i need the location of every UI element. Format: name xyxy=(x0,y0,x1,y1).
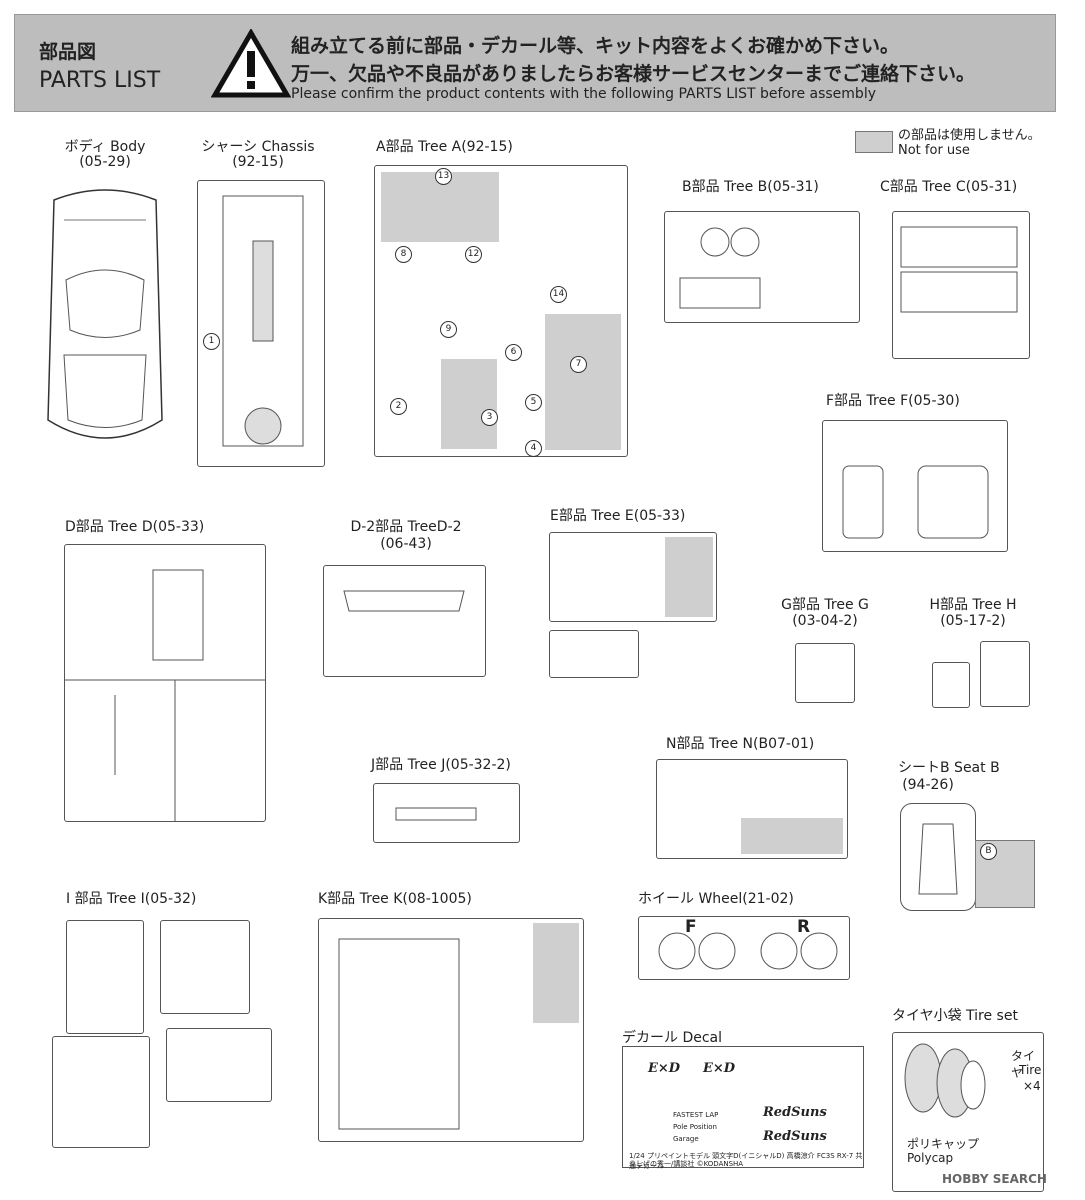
wheel-tree: F R xyxy=(638,916,850,980)
tree-h-small xyxy=(932,662,970,708)
part-number: 12 xyxy=(465,246,482,263)
part-number: 2 xyxy=(390,398,407,415)
notice-line-1: 組み立てる前に部品・デカール等、キット内容をよくお確かめ下さい。 xyxy=(291,35,900,57)
chassis-drawing xyxy=(222,195,304,447)
seat-b-code: (94-26) xyxy=(902,777,954,793)
part-number: 7 xyxy=(570,356,587,373)
tree-b xyxy=(664,211,860,323)
polycap-en: Polycap xyxy=(907,1151,954,1165)
tree-h-code: (05-17-2) xyxy=(940,613,1006,629)
decal-sheet: E×D E×D RedSuns RedSuns FASTEST LAP Pole… xyxy=(622,1046,864,1170)
legend-text-en: Not for use xyxy=(898,143,970,158)
tree-d xyxy=(64,544,266,822)
tree-n-label: N部品 Tree N(B07-01) xyxy=(666,736,815,752)
tree-h-label: H部品 Tree H xyxy=(929,597,1017,613)
part-number: 14 xyxy=(550,286,567,303)
tree-c xyxy=(892,211,1030,359)
tire-en: Tire xyxy=(1019,1063,1042,1077)
tire-jp: タイヤ xyxy=(1011,1049,1036,1080)
tree-c-label: C部品 Tree C(05-31) xyxy=(880,179,1018,195)
decal-footer-1: 1/24 プリペイントモデル 頭文字D(イニシャルD) 高橋涼介 FC3S RX… xyxy=(629,1152,863,1170)
decal-fastest: FASTEST LAP xyxy=(673,1111,719,1119)
tree-a-label: A部品 Tree A(92-15) xyxy=(376,139,513,155)
tire-set-label: タイヤ小袋 Tire set xyxy=(892,1008,1018,1024)
seat-b-not-for-use: B xyxy=(975,840,1035,908)
tree-g-code: (03-04-2) xyxy=(792,613,858,629)
tree-i-2 xyxy=(160,920,250,1014)
tree-a: 13 8 12 14 9 6 7 2 3 5 4 xyxy=(374,165,628,457)
part-number: 6 xyxy=(505,344,522,361)
part-number: 8 xyxy=(395,246,412,263)
tree-g xyxy=(795,643,855,703)
tree-f-label: F部品 Tree F(05-30) xyxy=(826,393,960,409)
tree-i-3 xyxy=(52,1036,150,1148)
chassis-tree: 1 xyxy=(197,180,325,467)
tree-e-label: E部品 Tree E(05-33) xyxy=(550,508,686,524)
decal-redsuns-1: RedSuns xyxy=(763,1105,827,1120)
decal-redsuns-2: RedSuns xyxy=(763,1129,827,1144)
wheel-label: ホイール Wheel(21-02) xyxy=(638,891,794,907)
tree-j-label: J部品 Tree J(05-32-2) xyxy=(371,757,511,773)
decal-label: デカール Decal xyxy=(622,1030,723,1046)
legend-text-jp: の部品は使用しません。 xyxy=(898,128,1041,143)
tire-set: タイヤ Tire ×4 ポリキャップ Polycap xyxy=(892,1032,1044,1192)
chassis-label: シャーシ Chassis xyxy=(201,139,315,155)
part-number: 3 xyxy=(481,409,498,426)
tree-n xyxy=(656,759,848,859)
decal-logo-1b: E×D xyxy=(703,1061,736,1076)
seat-b-label: シートB Seat B xyxy=(898,760,1000,776)
part-number: 1 xyxy=(203,333,220,350)
part-number: 5 xyxy=(525,394,542,411)
body-code: (05-29) xyxy=(79,154,131,170)
part-number: 13 xyxy=(435,168,452,185)
seat-b xyxy=(900,803,976,911)
part-number: 9 xyxy=(440,321,457,338)
chassis-code: (92-15) xyxy=(232,154,284,170)
notice-line-3: Please confirm the product contents with… xyxy=(291,86,876,102)
body-drawing xyxy=(47,189,163,439)
tree-g-label: G部品 Tree G xyxy=(781,597,869,613)
header-title-en: PARTS LIST xyxy=(39,68,161,93)
decal-footer-2: ©しげの秀一/講談社 ©KODANSHA xyxy=(629,1160,744,1168)
tree-f xyxy=(822,420,1008,552)
tree-k xyxy=(318,918,584,1142)
wheel-front-mark: F xyxy=(685,917,697,937)
seat-b-mark: B xyxy=(980,843,997,860)
header-banner: 部品図 PARTS LIST 組み立てる前に部品・デカール等、キット内容をよくお… xyxy=(14,14,1056,112)
tree-i-label: I 部品 Tree I(05-32) xyxy=(66,891,197,907)
decal-logo-1: E×D xyxy=(648,1061,681,1076)
tree-j xyxy=(373,783,520,843)
tree-h xyxy=(980,641,1030,707)
body-label: ボディ Body xyxy=(64,139,146,155)
part-number: 4 xyxy=(525,440,542,457)
not-for-use-swatch xyxy=(855,131,893,153)
wheel-rear-mark: R xyxy=(797,917,811,937)
tree-k-label: K部品 Tree K(08-1005) xyxy=(318,891,472,907)
notice-line-2: 万一、欠品や不良品がありましたらお客様サービスセンターまでご連絡下さい。 xyxy=(291,63,976,85)
warning-triangle-icon xyxy=(211,29,291,98)
tree-i-1 xyxy=(66,920,144,1034)
tree-d-label: D部品 Tree D(05-33) xyxy=(65,519,205,535)
tree-b-label: B部品 Tree B(05-31) xyxy=(682,179,819,195)
decal-garage: Garage xyxy=(673,1135,699,1143)
tree-d2-code: (06-43) xyxy=(380,536,432,552)
decal-pole: Pole Position xyxy=(673,1123,717,1131)
tire-qty: ×4 xyxy=(1023,1079,1041,1093)
tree-d2-label: D-2部品 TreeD-2 xyxy=(350,519,462,535)
polycap-jp: ポリキャップ xyxy=(907,1137,980,1151)
hobby-search-watermark: HOBBY SEARCH xyxy=(942,1172,1047,1186)
tree-d2 xyxy=(323,565,486,677)
tree-e xyxy=(549,532,717,622)
tree-e-sub xyxy=(549,630,639,678)
header-title-jp: 部品図 xyxy=(39,41,97,63)
tree-i-4 xyxy=(166,1028,272,1102)
